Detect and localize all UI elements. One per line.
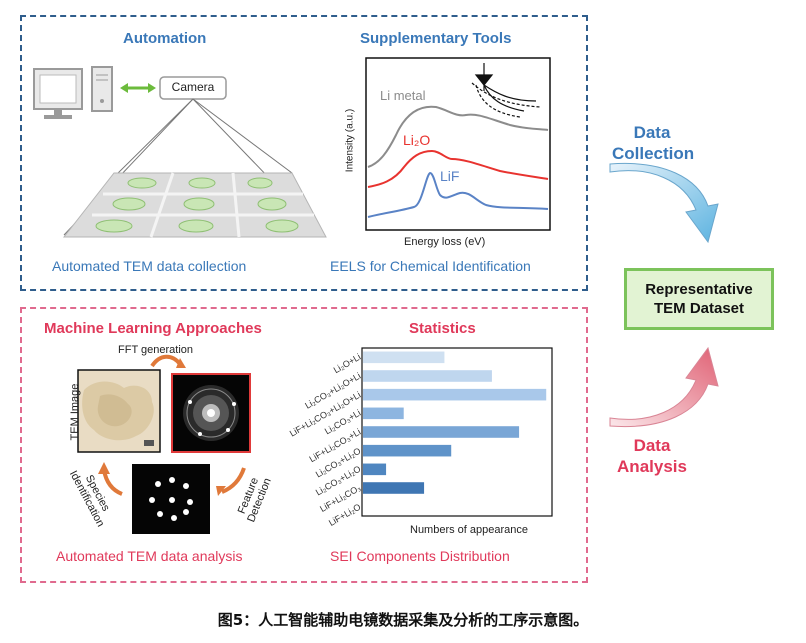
tem-image-label: TEM Image <box>69 377 81 447</box>
supplementary-tools-title: Supplementary Tools <box>360 30 511 47</box>
figure-caption: 图5：人工智能辅助电镜数据采集及分析的工序示意图。 <box>0 609 806 630</box>
monitor-icon <box>34 69 82 119</box>
fft-label: FFT generation <box>118 344 193 356</box>
statistics-x-axis-label: Numbers of appearance <box>410 524 528 536</box>
eels-y-axis-label: Intensity (a.u.) <box>345 91 356 191</box>
data-analysis-label: Data Analysis <box>612 435 692 477</box>
statistics-bar <box>363 482 424 494</box>
lif-label: LiF <box>440 168 459 184</box>
eels-caption: EELS for Chemical Identification <box>330 258 531 274</box>
statistics-bar <box>363 370 492 382</box>
statistics-bar <box>363 464 386 476</box>
ml-title: Machine Learning Approaches <box>44 320 262 337</box>
statistics-bar <box>363 426 519 438</box>
analysis-arrow-icon <box>600 340 730 430</box>
ml-caption: Automated TEM data analysis <box>56 548 243 564</box>
statistics-caption: SEI Components Distribution <box>330 548 510 564</box>
statistics-bar <box>363 408 404 420</box>
statistics-bar <box>363 445 451 457</box>
collection-arrow-icon <box>600 160 730 250</box>
eels-x-axis-label: Energy loss (eV) <box>404 236 485 248</box>
link-arrow-icon <box>120 83 156 93</box>
representative-dataset-label: Representative TEM Dataset <box>639 280 759 318</box>
automation-caption: Automated TEM data collection <box>52 258 246 274</box>
arrow-feature-icon <box>222 468 244 492</box>
data-collection-label: Data Collection <box>612 122 692 164</box>
statistics-bar <box>363 389 546 401</box>
computer-tower-icon <box>92 67 112 111</box>
camera-label: Camera <box>160 80 226 94</box>
arrow-fft-icon <box>152 357 180 366</box>
statistics-bar <box>363 352 444 364</box>
eels-plot <box>340 55 555 250</box>
statistics-title: Statistics <box>409 320 476 337</box>
li-metal-label: Li metal <box>380 88 426 103</box>
automation-title: Automation <box>123 30 206 47</box>
li2o-label: Li₂O <box>403 132 430 148</box>
representative-dataset-box: Representative TEM Dataset <box>624 268 774 330</box>
